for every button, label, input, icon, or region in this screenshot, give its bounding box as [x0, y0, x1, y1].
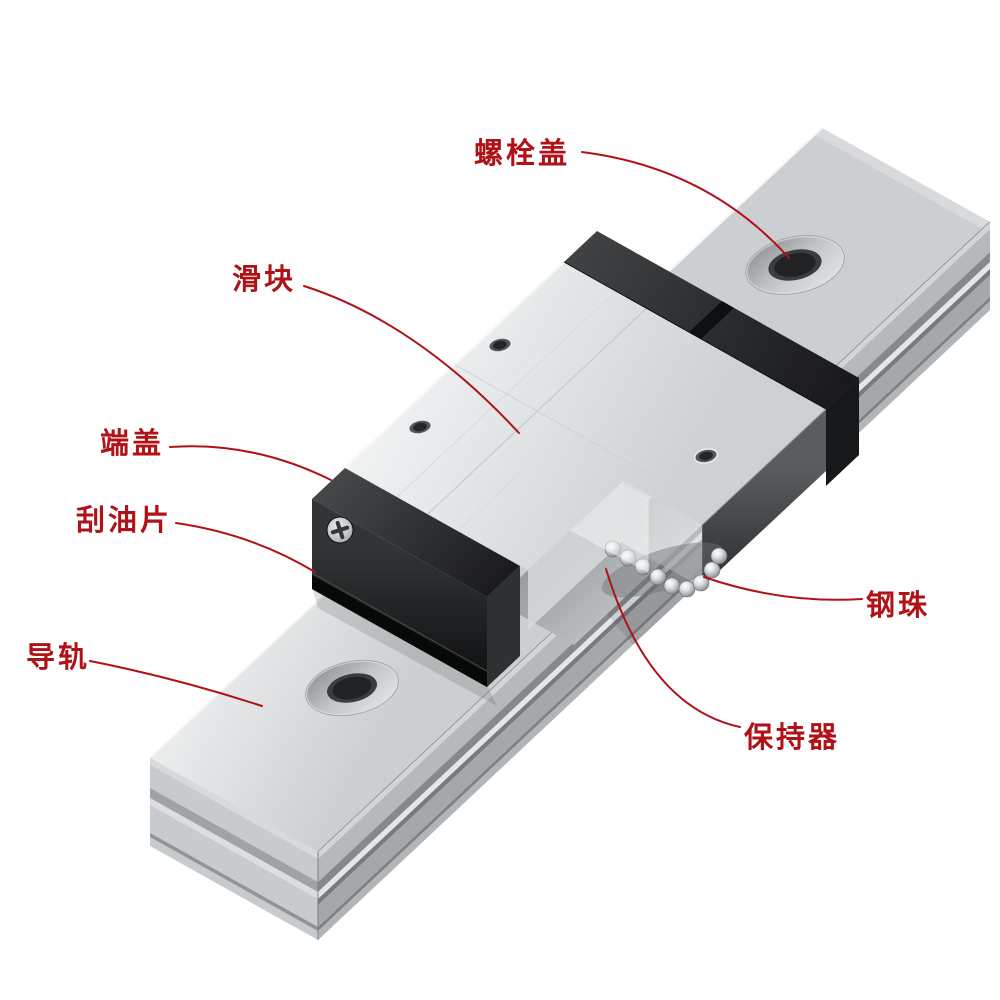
- slider-near-edge: [701, 408, 827, 526]
- steel-ball: [663, 577, 681, 595]
- end-cap-cut-face: [487, 566, 520, 687]
- steel-ball: [703, 561, 721, 579]
- far-end-cap-notch: [689, 301, 734, 339]
- leader-line-guide-rail: [89, 660, 263, 707]
- slider-top-face: [345, 262, 826, 570]
- rail-end-stripe: [150, 758, 318, 859]
- leader-line-end-cap: [169, 445, 332, 481]
- rail-end-stripe: [150, 798, 318, 899]
- slider-tapped-hole: [487, 337, 513, 353]
- leader-line-bolt-cover: [581, 151, 790, 259]
- endcap-shadow: [312, 587, 497, 706]
- steel-ball: [710, 547, 728, 565]
- far-end-cap-part: [563, 231, 859, 486]
- phillips-cross-icon: [330, 520, 350, 540]
- slider-tapped-hole: [407, 419, 433, 435]
- label-bolt-cover: 螺栓盖: [474, 136, 571, 170]
- label-steel-ball: 钢珠: [866, 588, 931, 622]
- leader-line-retainer: [605, 568, 741, 728]
- slider-block-part: [344, 261, 827, 570]
- rail-end-stripe: [150, 788, 318, 892]
- cutaway-section: [495, 409, 826, 645]
- steel-ball: [678, 580, 696, 598]
- end-cap-front-face: [312, 499, 487, 687]
- leader-lines: [89, 151, 863, 728]
- slider-flank-underside: [702, 409, 826, 587]
- end-cap-screw: [326, 516, 354, 544]
- label-oil-scraper: 刮油片: [76, 503, 173, 537]
- slider-top-edge-highlight: [344, 261, 565, 469]
- rail-bolt-hole: [305, 659, 399, 717]
- label-end-cap: 端盖: [100, 426, 165, 460]
- slider-tapped-hole: [693, 448, 719, 464]
- far-end-cap-side: [826, 378, 859, 486]
- oil-scraper-wiper: [312, 575, 487, 687]
- label-slider: 滑块: [232, 262, 297, 296]
- leader-line-steel-ball: [703, 576, 863, 601]
- slider-seam-line: [454, 364, 718, 513]
- leader-line-slider: [303, 285, 520, 434]
- ball-track-shadow: [601, 542, 725, 598]
- rail-end-chamfer: [814, 128, 990, 229]
- rail-end-stripe: [150, 833, 318, 931]
- leader-line-oil-scraper: [175, 522, 316, 573]
- label-guide-rail: 导轨: [26, 640, 91, 674]
- label-retainer: 保持器: [744, 720, 841, 754]
- rail-bolt-hole: [745, 235, 845, 295]
- steel-ball: [692, 574, 710, 592]
- near-end-cap-part: [311, 468, 520, 687]
- wiper-separation-line: [311, 572, 488, 672]
- end-cap-top: [312, 468, 520, 597]
- steel-ball: [649, 568, 667, 586]
